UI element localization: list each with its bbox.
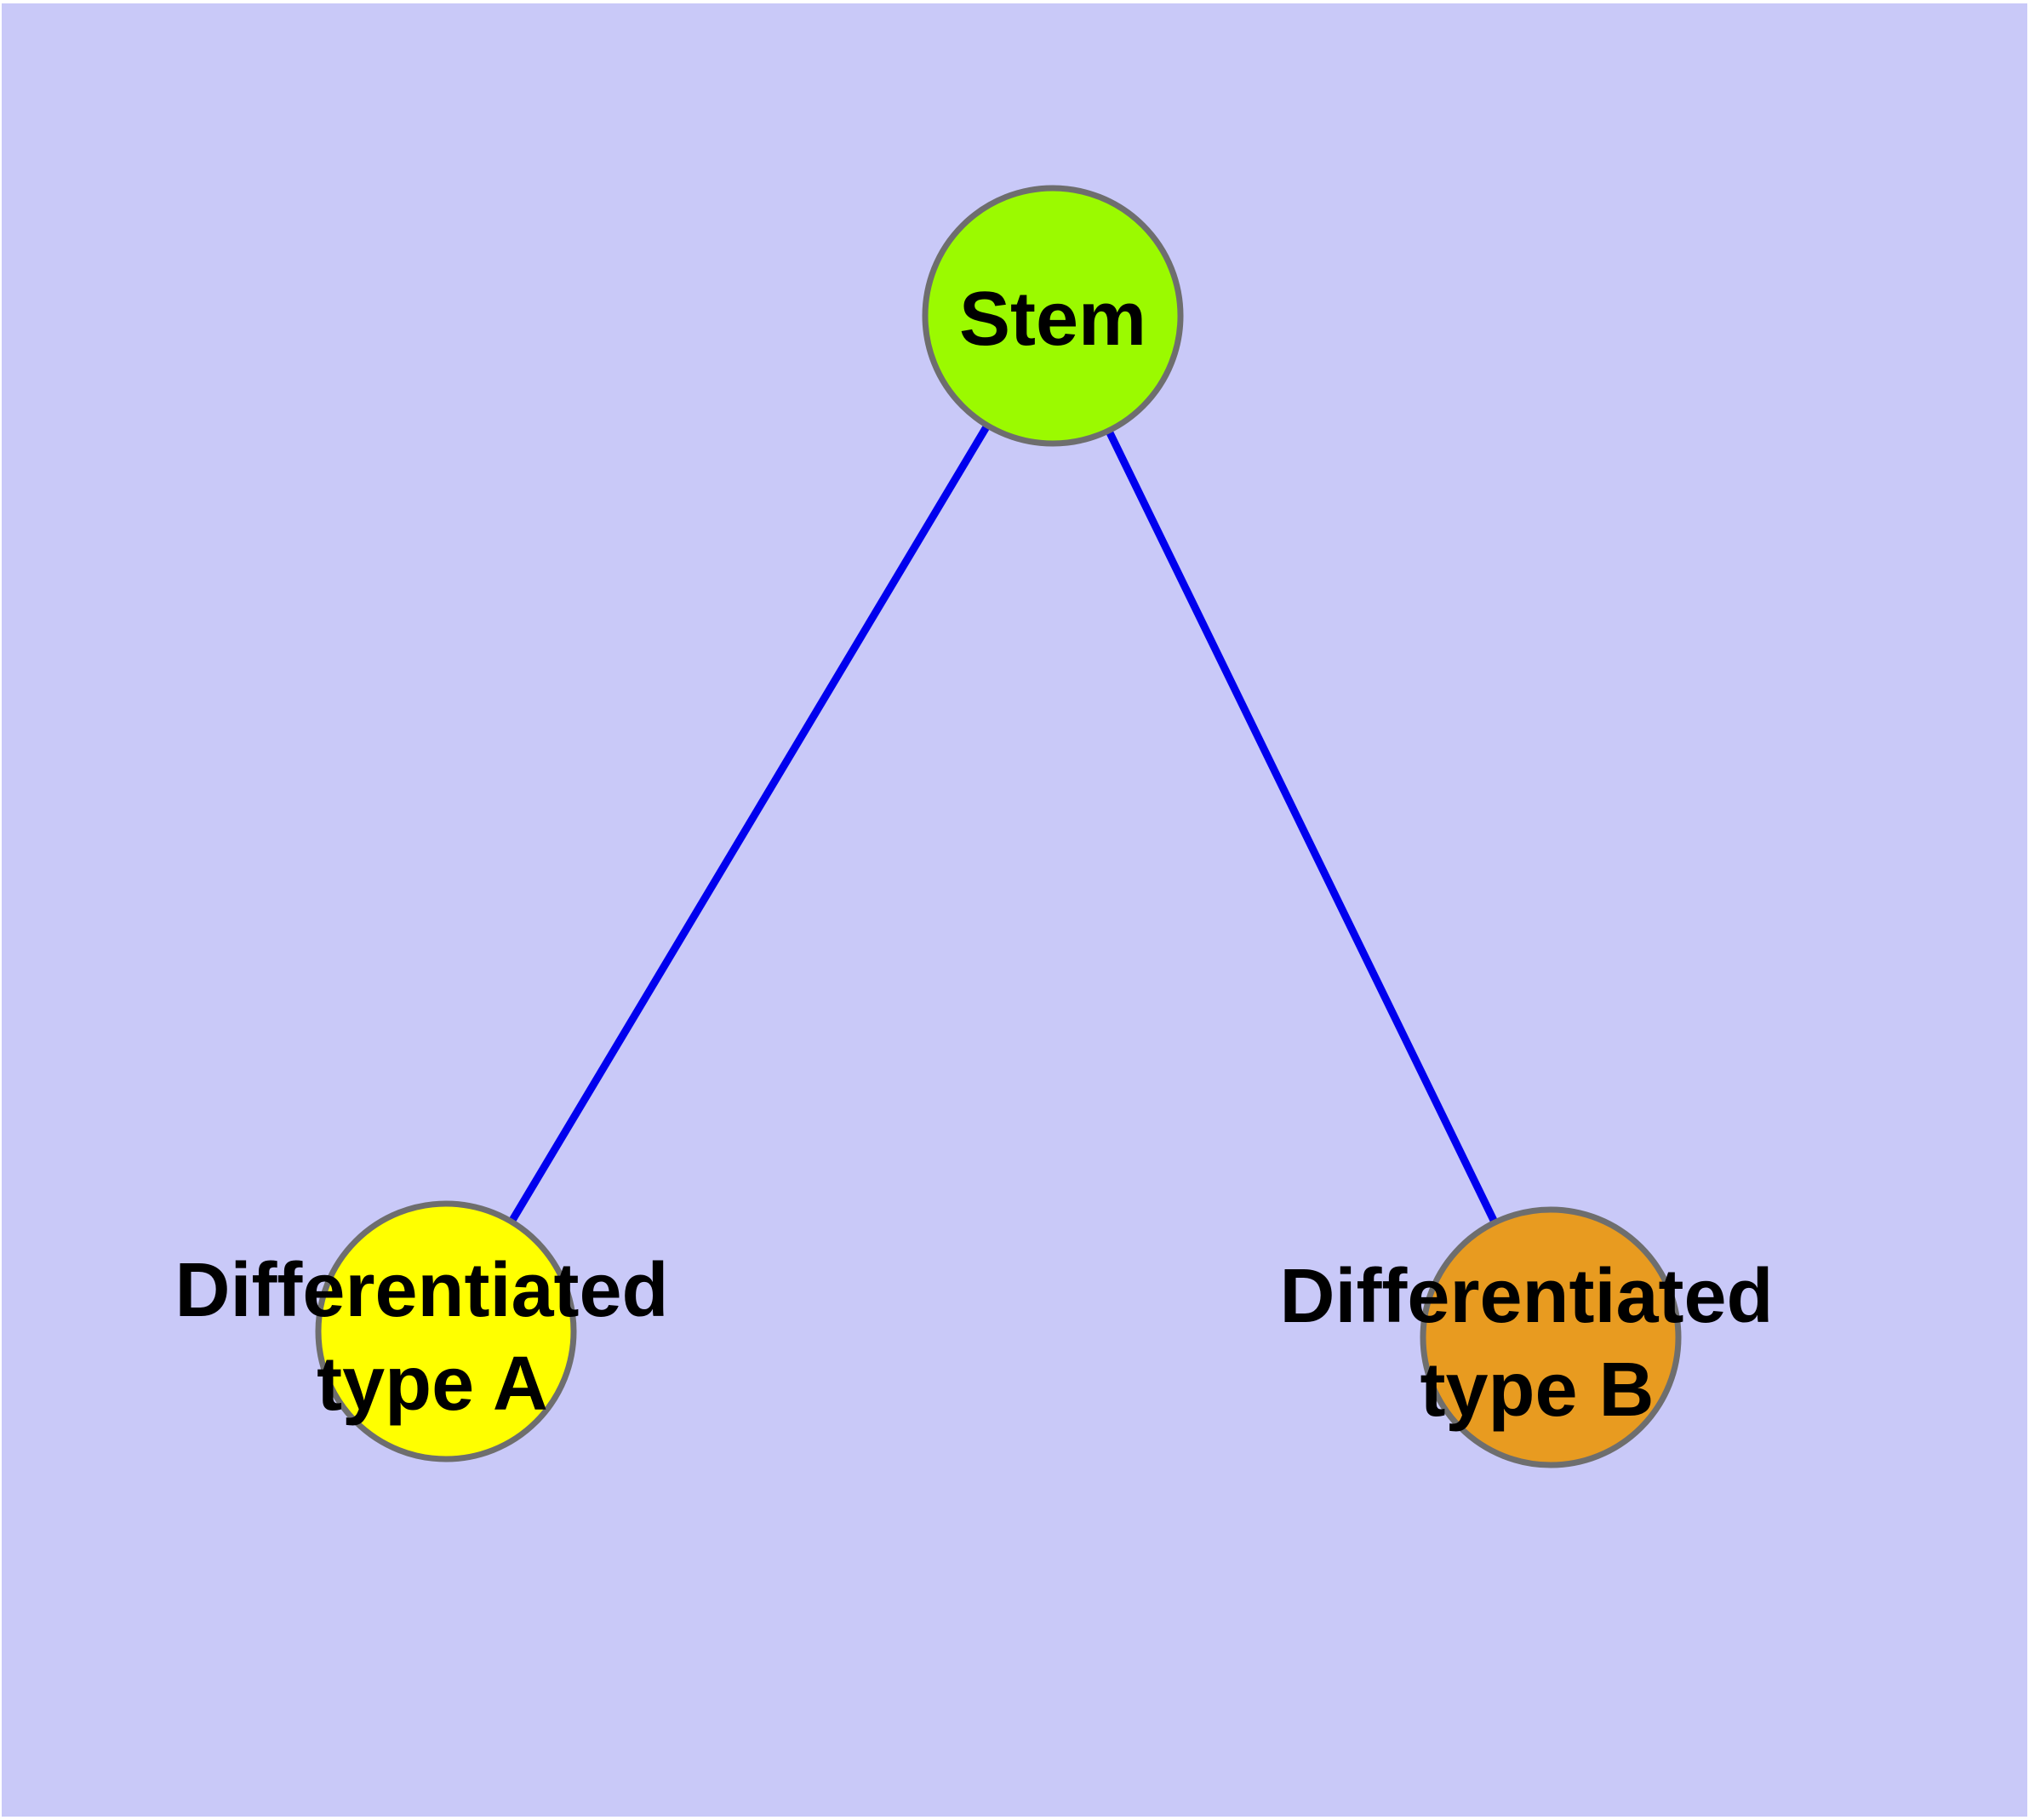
node-type-b-label: Differentiated type B <box>1279 1254 1794 1433</box>
node-type-a-label-line1: Differentiated <box>174 1248 668 1333</box>
node-differentiated-type-a <box>315 1200 577 1462</box>
node-stem <box>922 185 1184 447</box>
node-type-a-label: Differentiated type A <box>174 1248 689 1427</box>
node-type-a-label-line2: type A <box>317 1342 548 1427</box>
node-type-b-label-line2: type B <box>1420 1348 1654 1433</box>
node-stem-label: Stem <box>959 277 1146 362</box>
node-differentiated-type-b <box>1420 1206 1682 1468</box>
node-type-b-label-line1: Differentiated <box>1279 1254 1773 1339</box>
edge-stem-to-type-b <box>1049 314 1555 1339</box>
edge-stem-to-type-a <box>443 313 1056 1334</box>
